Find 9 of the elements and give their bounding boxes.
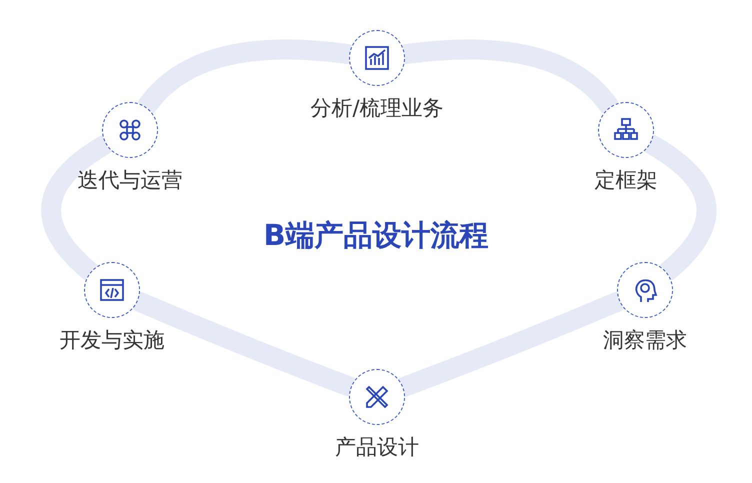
step-label: 定框架	[594, 167, 658, 194]
step-label: 分析/梳理业务	[310, 95, 444, 122]
ring-track	[642, 134, 716, 281]
step-label: 开发与实施	[60, 327, 164, 354]
step-label: 产品设计	[335, 434, 419, 461]
ring-track	[41, 135, 114, 281]
step-label: 洞察需求	[603, 327, 687, 354]
diagram-title: B端产品设计流程	[262, 217, 490, 254]
step-label: 迭代与运营	[78, 167, 182, 194]
